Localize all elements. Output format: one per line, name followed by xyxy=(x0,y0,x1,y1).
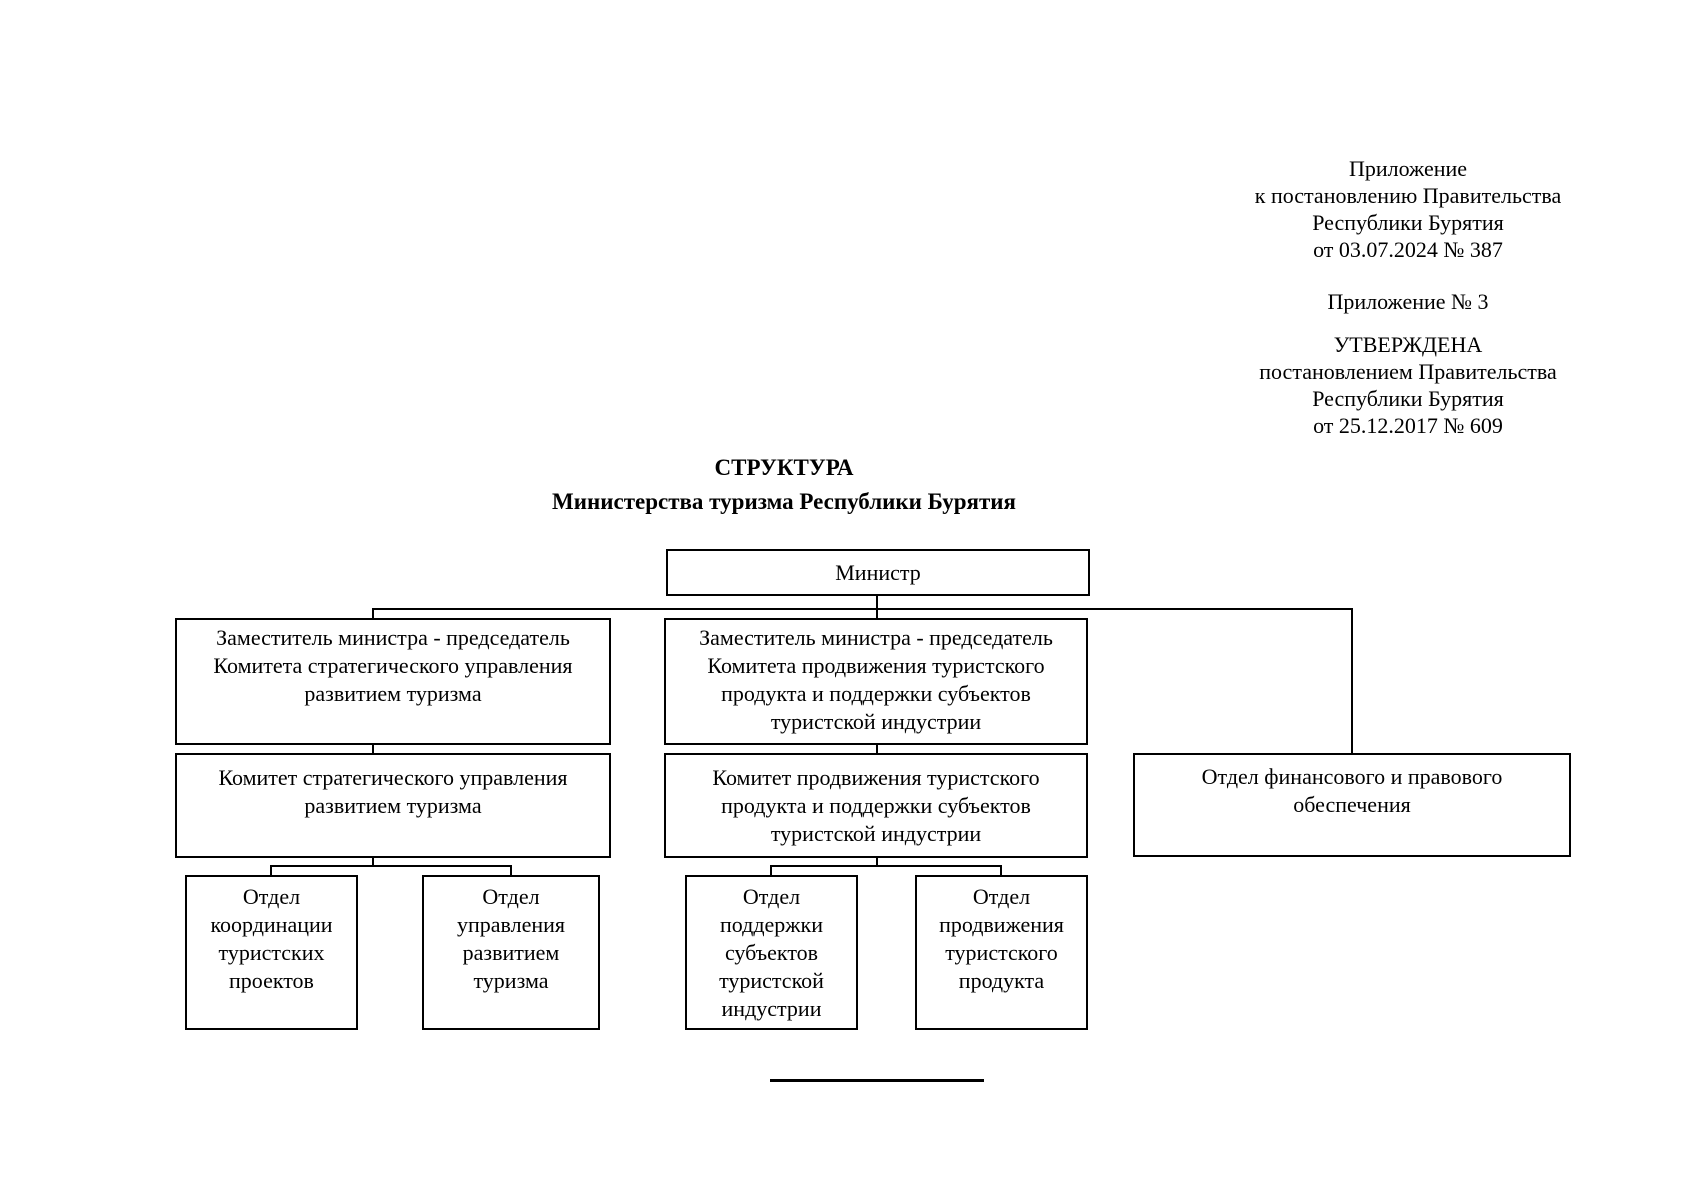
connector-line xyxy=(372,608,1353,610)
org-box-deputy-strategic: Заместитель министра - председатель Коми… xyxy=(175,618,611,745)
connector-line xyxy=(770,865,772,875)
connector-line xyxy=(1000,865,1002,875)
org-box-label: Министр xyxy=(835,559,921,585)
note-line: от 03.07.2024 № 387 xyxy=(1313,237,1503,262)
org-box-label: Заместитель министра - председатель Коми… xyxy=(699,625,1053,734)
appendix-number-note: Приложение № 3 xyxy=(1158,288,1658,315)
org-box-label: Отдел управления развитием туризма xyxy=(456,884,566,993)
note-line: от 25.12.2017 № 609 xyxy=(1313,413,1503,438)
org-box-label: Отдел продвижения туристского продукта xyxy=(939,884,1064,993)
connector-line xyxy=(770,865,1002,867)
connector-line xyxy=(372,858,374,866)
connector-line xyxy=(876,596,878,618)
connector-line xyxy=(270,865,272,875)
org-box-label: Отдел финансового и правового обеспечени… xyxy=(1201,764,1503,817)
connector-line xyxy=(270,865,512,867)
note-line: УТВЕРЖДЕНА xyxy=(1333,332,1483,357)
note-line: к постановлению Правительства xyxy=(1254,183,1562,208)
org-box-label: Отдел поддержки субъектов туристской инд… xyxy=(719,884,824,1021)
divider-line xyxy=(770,1079,984,1082)
org-box-committee-strategic: Комитет стратегического управления разви… xyxy=(175,753,611,858)
note-line: Приложение xyxy=(1348,156,1468,181)
connector-line xyxy=(510,865,512,875)
note-line: постановлением Правительства xyxy=(1259,359,1557,384)
connector-line xyxy=(372,608,374,618)
connector-line xyxy=(876,858,878,866)
org-box-committee-promotion: Комитет продвижения туристского продукта… xyxy=(664,753,1088,858)
org-box-dept-finance-legal: Отдел финансового и правового обеспечени… xyxy=(1133,753,1571,857)
page-title: СТРУКТУРА Министерства туризма Республик… xyxy=(434,451,1134,519)
approval-note: УТВЕРЖДЕНА постановлением Правительства … xyxy=(1158,331,1658,439)
note-line: Приложение № 3 xyxy=(1327,289,1489,314)
connector-line xyxy=(372,745,374,753)
org-box-label: Отдел координации туристских проектов xyxy=(210,884,333,993)
org-box-minister: Министр xyxy=(666,549,1090,596)
org-box-label: Комитет стратегического управления разви… xyxy=(218,765,568,818)
org-box-dept-development: Отдел управления развитием туризма xyxy=(422,875,600,1030)
page-title-line1: СТРУКТУРА xyxy=(714,455,854,480)
org-box-label: Комитет продвижения туристского продукта… xyxy=(712,765,1040,846)
org-box-deputy-promotion: Заместитель министра - председатель Коми… xyxy=(664,618,1088,745)
org-box-dept-support: Отдел поддержки субъектов туристской инд… xyxy=(685,875,858,1030)
note-line: Республики Бурятия xyxy=(1312,386,1504,411)
appendix-reference-note: Приложение к постановлению Правительства… xyxy=(1158,155,1658,263)
org-box-dept-coordination: Отдел координации туристских проектов xyxy=(185,875,358,1030)
connector-line xyxy=(876,745,878,753)
connector-line xyxy=(1351,608,1353,753)
note-line: Республики Бурятия xyxy=(1312,210,1504,235)
page-title-line2: Министерства туризма Республики Бурятия xyxy=(552,489,1016,514)
org-box-dept-promotion: Отдел продвижения туристского продукта xyxy=(915,875,1088,1030)
org-box-label: Заместитель министра - председатель Коми… xyxy=(213,625,573,706)
